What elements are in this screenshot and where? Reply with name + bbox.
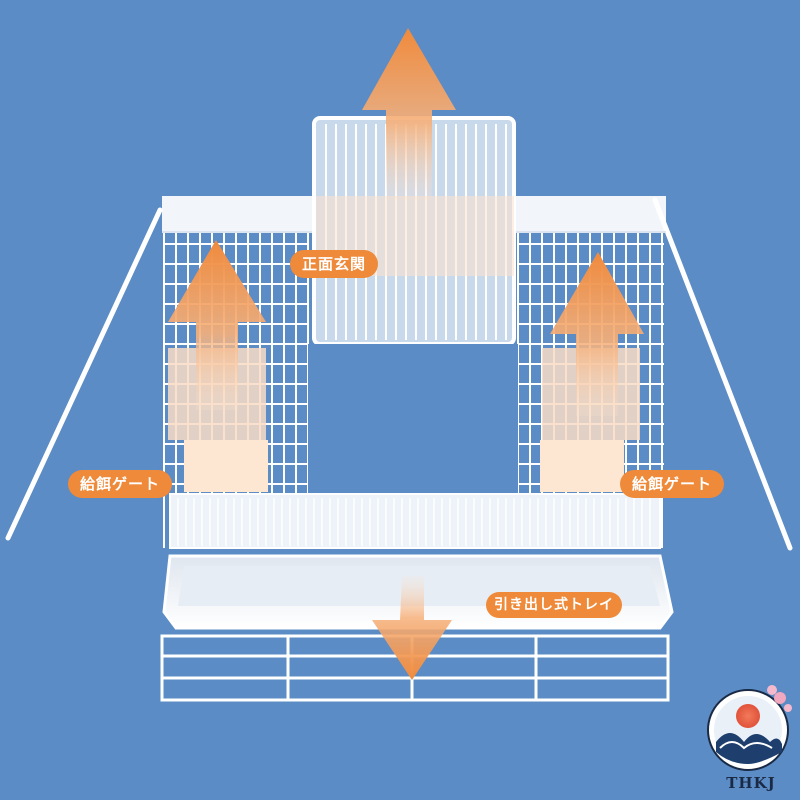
label-front-door: 正面玄関 xyxy=(290,250,379,278)
arrow-up-right-icon xyxy=(550,252,644,416)
cage-base xyxy=(169,493,661,549)
support-legs xyxy=(5,197,793,551)
label-feed-gate-left: 給餌ゲート xyxy=(68,470,173,498)
front-door xyxy=(312,116,516,346)
door-opening xyxy=(308,344,518,494)
arrow-up-center-icon xyxy=(362,28,456,200)
arrow-up-left-icon xyxy=(168,240,266,410)
label-pull-out-tray: 引き出し式トレイ xyxy=(486,592,622,618)
label-feed-gate-right: 給餌ゲート xyxy=(620,470,725,498)
brand-logo xyxy=(707,685,792,771)
logo-text: THKJ xyxy=(726,774,776,792)
arrow-down-center-icon xyxy=(372,576,452,680)
